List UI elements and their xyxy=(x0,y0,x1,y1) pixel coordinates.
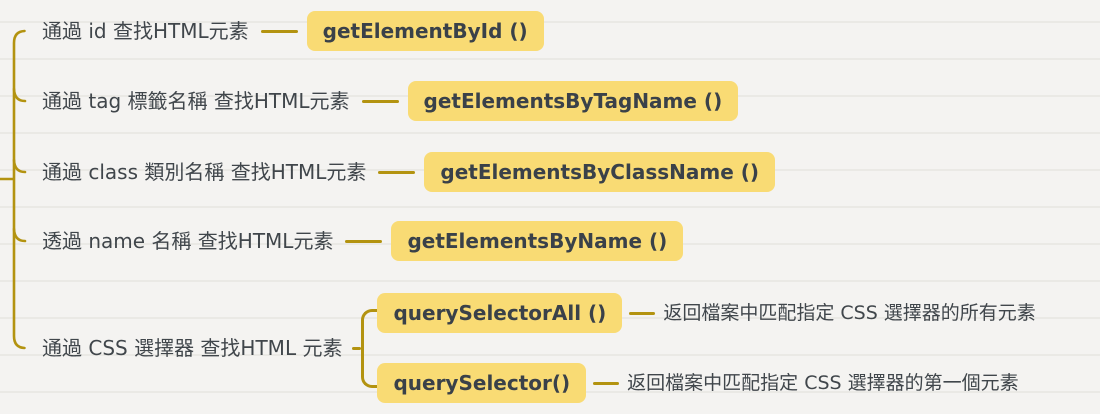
method-node-getelementsbyname[interactable]: getElementsByName () xyxy=(391,221,684,261)
branch-hook-name xyxy=(12,227,27,243)
child-row-queryselectorall: querySelectorAll () 返回檔案中匹配指定 CSS 選擇器的所有… xyxy=(377,293,1036,333)
method-node-getelementsbytagname[interactable]: getElementsByTagName () xyxy=(407,81,739,121)
label-to-node-line xyxy=(260,29,298,33)
description-queryselectorall[interactable]: 返回檔案中匹配指定 CSS 選擇器的所有元素 xyxy=(663,301,1036,324)
branch-label-class[interactable]: 通過 class 類別名稱 查找HTML元素 xyxy=(42,160,367,184)
branch-row-class: 通過 class 類別名稱 查找HTML元素 getElementsByClas… xyxy=(42,152,776,192)
node-to-description-line xyxy=(629,311,656,315)
child-row-queryselector: querySelector() 返回檔案中匹配指定 CSS 選擇器的第一個元素 xyxy=(377,363,1035,403)
branch-row-name: 透過 name 名稱 查找HTML元素 getElementsByName () xyxy=(42,221,684,261)
branch-hook-class xyxy=(12,158,27,174)
method-node-getelementbyid[interactable]: getElementById () xyxy=(306,11,544,51)
method-node-getelementsbyclassname[interactable]: getElementsByClassName () xyxy=(424,152,776,192)
css-selector-children: querySelectorAll () 返回檔案中匹配指定 CSS 選擇器的所有… xyxy=(377,293,1036,403)
branch-label-id[interactable]: 通過 id 查找HTML元素 xyxy=(42,19,249,43)
method-node-queryselectorall[interactable]: querySelectorAll () xyxy=(377,293,623,333)
node-to-description-line xyxy=(593,381,620,385)
method-node-queryselector[interactable]: querySelector() xyxy=(377,363,587,403)
branch-row-id: 通過 id 查找HTML元素 getElementById () xyxy=(42,11,544,51)
branch-label-tag[interactable]: 通過 tag 標籤名稱 查找HTML元素 xyxy=(42,89,350,113)
children-bracket-line xyxy=(361,308,378,388)
label-to-node-line xyxy=(361,99,399,103)
branch-row-css-selector: 通過 CSS 選擇器 查找HTML 元素 querySelectorAll ()… xyxy=(42,293,1036,403)
branch-label-name[interactable]: 透過 name 名稱 查找HTML元素 xyxy=(42,229,334,253)
branch-label-css-selector[interactable]: 通過 CSS 選擇器 查找HTML 元素 xyxy=(42,336,343,360)
label-to-node-line xyxy=(378,170,416,174)
label-to-bracket-line xyxy=(352,346,362,350)
spine-line xyxy=(12,29,26,350)
description-queryselector[interactable]: 返回檔案中匹配指定 CSS 選擇器的第一個元素 xyxy=(627,371,1019,394)
branch-row-tag: 通過 tag 標籤名稱 查找HTML元素 getElementsByTagNam… xyxy=(42,81,739,121)
label-to-node-line xyxy=(345,239,383,243)
branch-hook-tag xyxy=(12,87,27,103)
